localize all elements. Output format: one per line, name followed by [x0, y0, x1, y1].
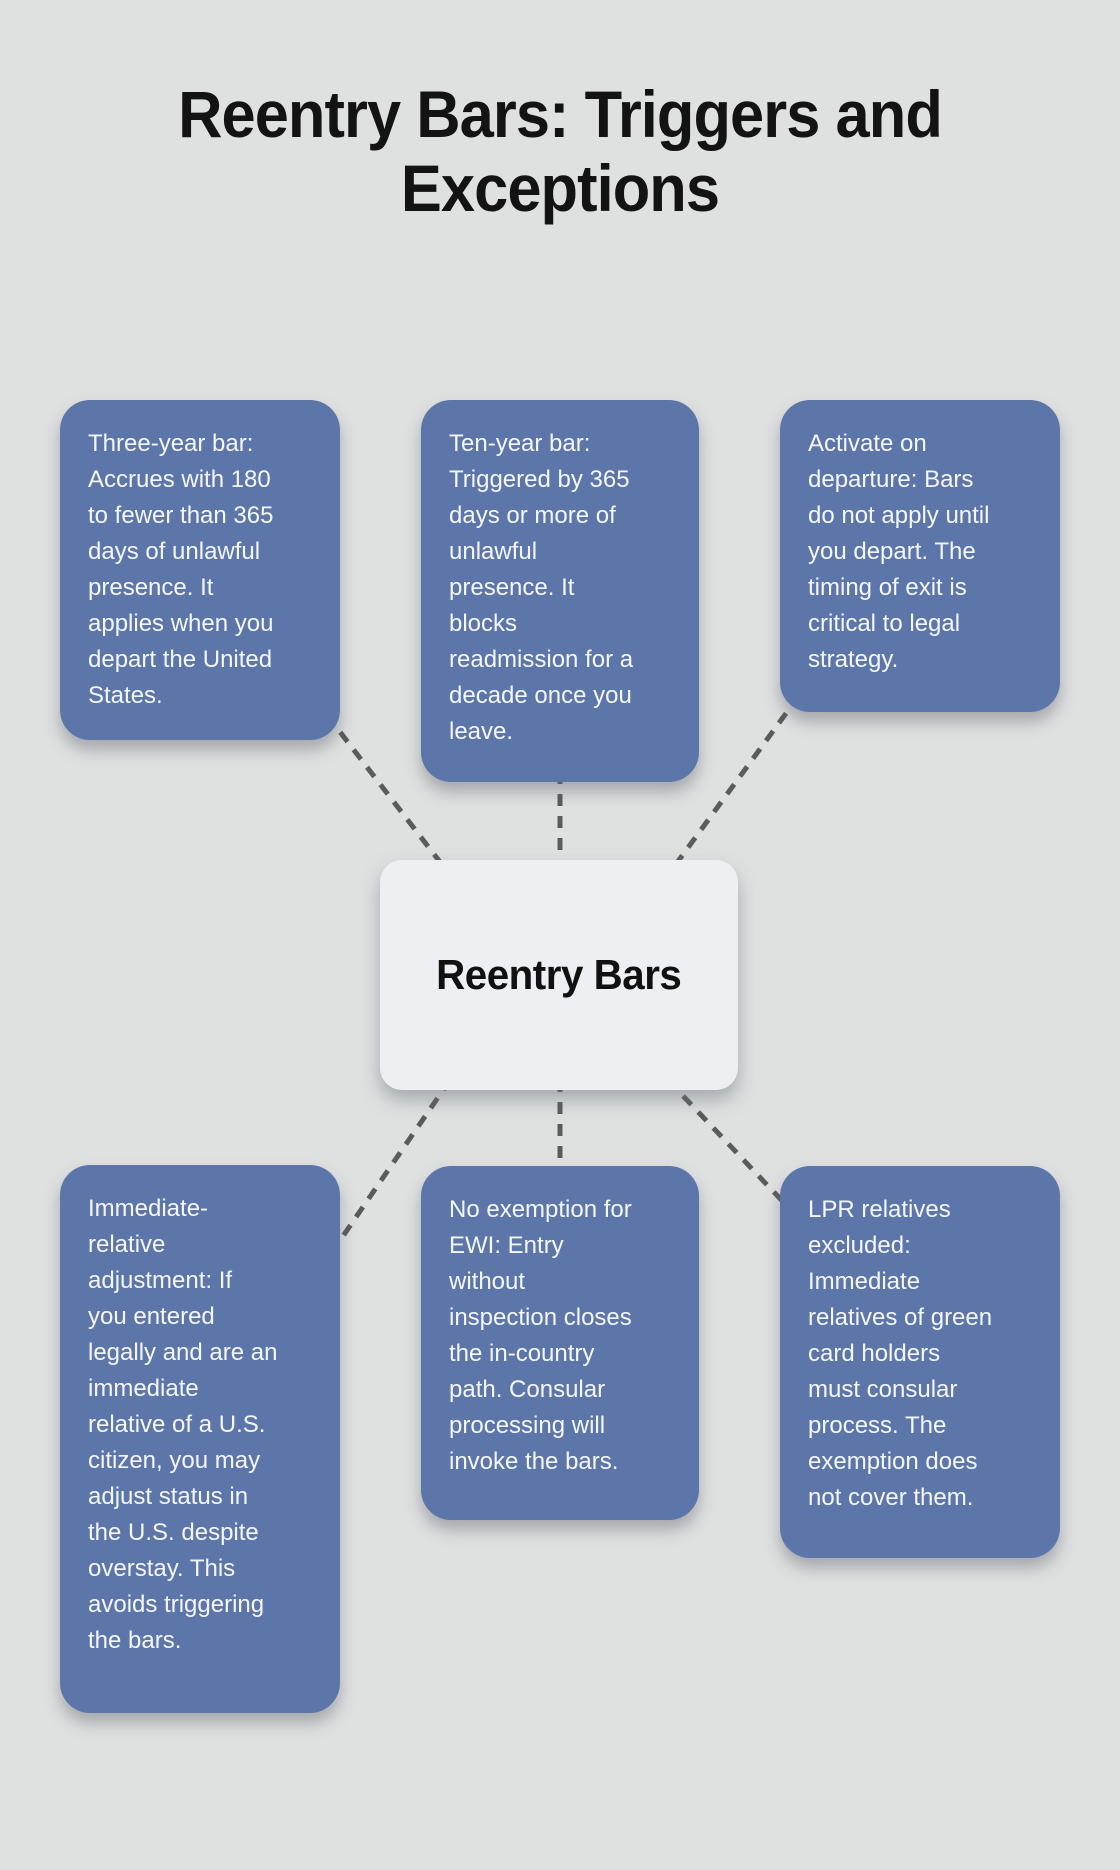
branch-three-year-bar: Three-year bar: Accrues with 180 to fewe… — [60, 400, 340, 740]
branch-immediate-relative-adjustment: Immediate- relative adjustment: If you e… — [60, 1165, 340, 1713]
connector-bottom-right — [666, 1078, 807, 1227]
connector-bottom-left — [327, 1078, 453, 1257]
center-node-label: Reentry Bars — [436, 951, 682, 998]
branch-activate-on-departure: Activate on departure: Bars do not apply… — [780, 400, 1060, 712]
branch-immediate-relative-adjustment-text: Immediate- relative adjustment: If you e… — [88, 1195, 278, 1654]
branch-activate-on-departure-text: Activate on departure: Bars do not apply… — [808, 430, 990, 673]
branch-ten-year-bar-text: Ten-year bar: Triggered by 365 days or m… — [449, 430, 634, 745]
connector-top-left — [298, 678, 452, 877]
branch-no-exemption-for-ewi: No exemption for EWI: Entry without insp… — [421, 1166, 699, 1520]
branch-lpr-relatives-excluded-text: LPR relatives excluded: Immediate relati… — [808, 1196, 993, 1511]
branch-ten-year-bar: Ten-year bar: Triggered by 365 days or m… — [421, 400, 699, 782]
page-title: Reentry Bars: Triggers and Exceptions — [178, 77, 943, 225]
branch-lpr-relatives-excluded: LPR relatives excluded: Immediate relati… — [780, 1166, 1060, 1558]
branch-three-year-bar-text: Three-year bar: Accrues with 180 to fewe… — [88, 430, 274, 709]
branch-no-exemption-for-ewi-text: No exemption for EWI: Entry without insp… — [449, 1196, 632, 1475]
center-node-reentry-bars: Reentry Bars — [380, 860, 738, 1090]
